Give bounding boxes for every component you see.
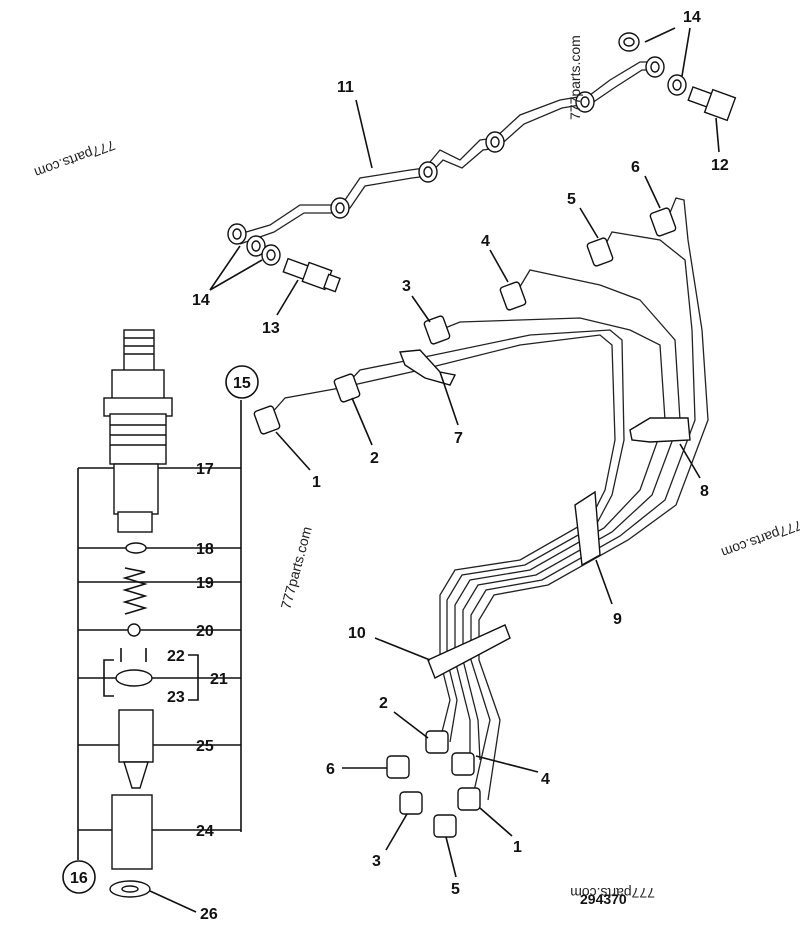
label-2-bottom: 2 bbox=[379, 695, 388, 712]
circle-15 bbox=[225, 365, 259, 399]
label-22: 22 bbox=[167, 648, 185, 665]
label-14-right: 14 bbox=[683, 9, 701, 26]
label-8: 8 bbox=[700, 483, 709, 500]
label-1-bottom: 1 bbox=[513, 839, 522, 856]
label-5-top: 5 bbox=[567, 191, 576, 208]
watermark-5: 777parts.com bbox=[570, 885, 655, 901]
circle-16 bbox=[62, 860, 96, 894]
banjo-bolt-12 bbox=[687, 86, 737, 122]
label-16: 16 bbox=[70, 870, 88, 887]
label-6-bottom: 6 bbox=[326, 761, 335, 778]
leader-lines bbox=[149, 27, 720, 913]
label-3-bottom: 3 bbox=[372, 853, 381, 870]
group-brackets bbox=[77, 400, 242, 860]
label-10: 10 bbox=[348, 625, 366, 642]
label-15: 15 bbox=[233, 375, 251, 392]
label-13: 13 bbox=[262, 320, 280, 337]
label-26: 26 bbox=[200, 906, 218, 923]
leak-off-pipe bbox=[227, 32, 687, 266]
label-6-top: 6 bbox=[631, 159, 640, 176]
pipe-clamps bbox=[399, 349, 691, 679]
pipe-nuts-bottom bbox=[386, 730, 481, 838]
label-24: 24 bbox=[196, 823, 214, 840]
label-7: 7 bbox=[454, 430, 463, 447]
label-2-top: 2 bbox=[370, 450, 379, 467]
label-20: 20 bbox=[196, 623, 214, 640]
pipe-nuts-top bbox=[253, 207, 677, 435]
label-5-bottom: 5 bbox=[451, 881, 460, 898]
watermark-1: 777parts.com bbox=[32, 137, 117, 181]
label-3-top: 3 bbox=[402, 278, 411, 295]
watermark-4: 777parts.com bbox=[719, 517, 800, 561]
label-12: 12 bbox=[711, 157, 729, 174]
drawing-number: 294370 bbox=[580, 891, 627, 907]
watermark-2: 777parts.com bbox=[567, 35, 583, 120]
label-25: 25 bbox=[196, 738, 214, 755]
label-11: 11 bbox=[337, 79, 354, 96]
label-23: 23 bbox=[167, 689, 185, 706]
label-18: 18 bbox=[196, 541, 214, 558]
label-17: 17 bbox=[196, 461, 214, 478]
label-9: 9 bbox=[613, 611, 622, 628]
watermark-3: 777parts.com bbox=[277, 525, 314, 611]
label-14-left: 14 bbox=[192, 292, 210, 309]
label-4-bottom: 4 bbox=[541, 771, 550, 788]
label-21: 21 bbox=[210, 671, 228, 688]
label-4-top: 4 bbox=[481, 233, 490, 250]
label-19: 19 bbox=[196, 575, 214, 592]
label-1-top: 1 bbox=[312, 474, 321, 491]
banjo-bolt-13 bbox=[282, 257, 341, 293]
injector-assembly bbox=[103, 329, 173, 898]
